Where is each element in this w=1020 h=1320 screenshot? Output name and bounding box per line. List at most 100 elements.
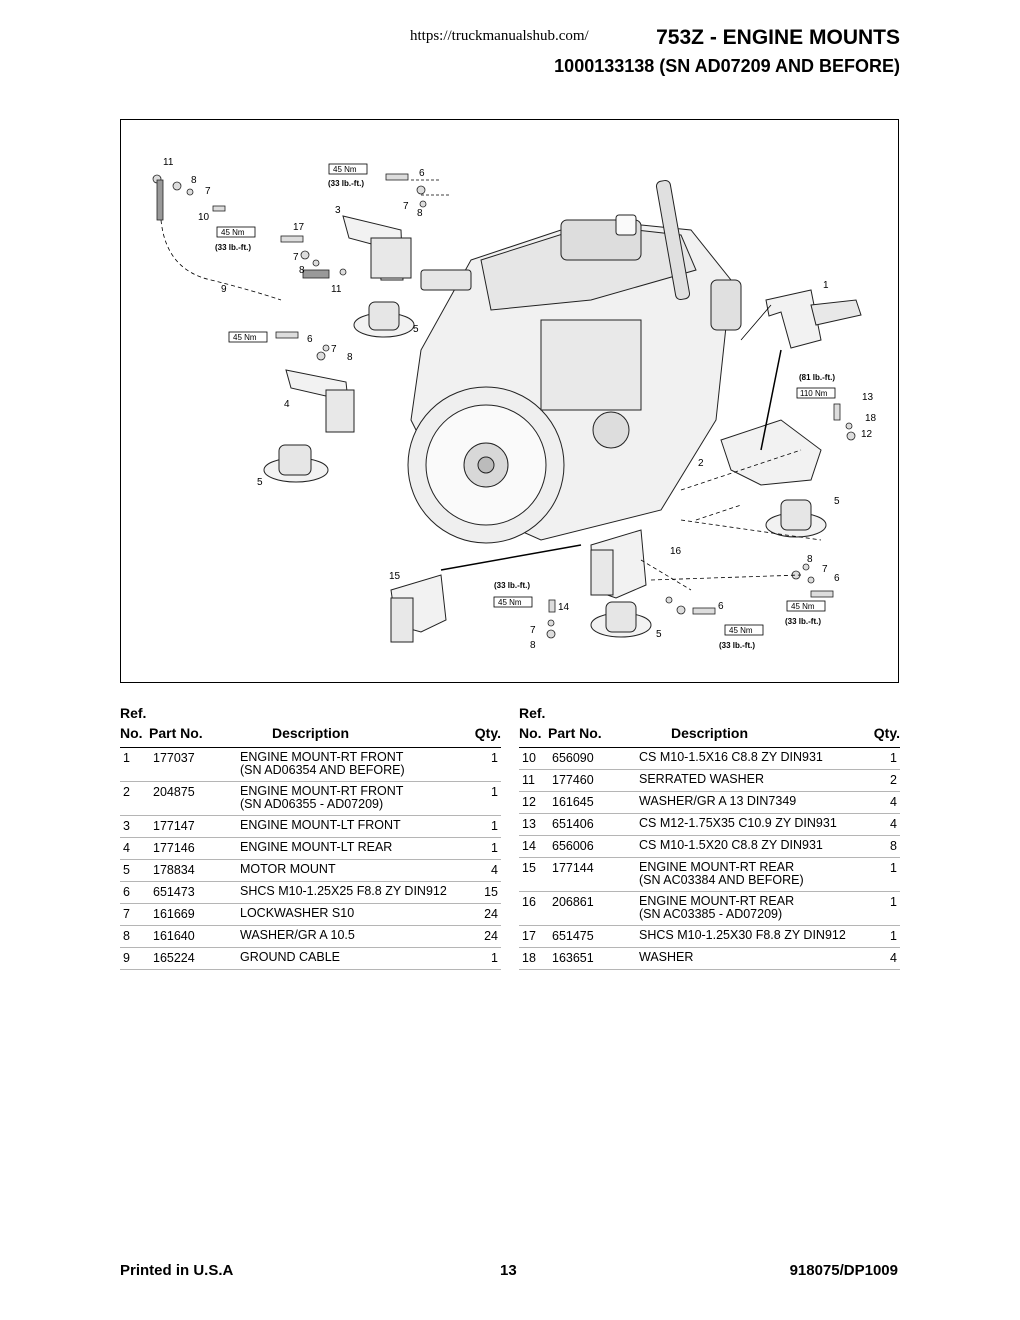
callout-label: 6 xyxy=(718,601,724,612)
ref-header: Ref. xyxy=(519,705,546,721)
description-cell: LOCKWASHER S10 xyxy=(240,907,354,920)
qty-cell: 1 xyxy=(890,929,897,943)
callout-label: 17 xyxy=(293,222,305,233)
description-line: ENGINE MOUNT-RT FRONT xyxy=(240,784,404,798)
callout-label: 18 xyxy=(865,413,877,424)
description-line: LOCKWASHER S10 xyxy=(240,906,355,920)
qty-cell: 1 xyxy=(491,951,498,965)
mount-bracket-rt-front xyxy=(765,289,862,349)
description-line-serial: (SN AD06354 AND BEFORE) xyxy=(240,763,405,777)
description-line: WASHER xyxy=(639,950,694,964)
callout-label: 7 xyxy=(331,344,337,355)
callout-label: 5 xyxy=(413,324,419,335)
description-cell: GROUND CABLE xyxy=(240,951,340,964)
description-line: SERRATED WASHER xyxy=(639,772,765,786)
svg-text:45 Nm: 45 Nm xyxy=(729,626,753,635)
torque-spec-45nm-14: (33 lb.-ft.) 45 Nm xyxy=(493,581,533,608)
callout-label: 1 xyxy=(823,280,829,291)
description-cell: ENGINE MOUNT-RT FRONT(SN AD06354 AND BEF… xyxy=(240,751,405,777)
callout-label: 8 xyxy=(347,352,353,363)
svg-text:(33 lb.-ft.): (33 lb.-ft.) xyxy=(494,581,530,590)
ref-cell: 5 xyxy=(123,863,130,877)
description-cell: CS M10-1.5X16 C8.8 ZY DIN931 xyxy=(639,751,823,764)
part-number-cell: 656090 xyxy=(552,751,594,765)
callout-label: 10 xyxy=(198,212,210,223)
ref-cell: 4 xyxy=(123,841,130,855)
qty-cell: 2 xyxy=(890,773,897,787)
callout-label: 6 xyxy=(307,334,313,345)
ref-cell: 2 xyxy=(123,785,130,799)
svg-text:45 Nm: 45 Nm xyxy=(498,598,522,607)
description-line: ENGINE MOUNT-LT REAR xyxy=(240,840,393,854)
leader-lines xyxy=(160,179,822,591)
description-cell: ENGINE MOUNT-RT FRONT(SN AD06355 - AD072… xyxy=(240,785,403,811)
description-line-serial: (SN AD06355 - AD07209) xyxy=(240,797,384,811)
motor-mount xyxy=(263,301,827,638)
description-cell: ENGINE MOUNT-LT FRONT xyxy=(240,819,401,832)
description-cell: WASHER/GR A 13 DIN7349 xyxy=(639,795,796,808)
ref-cell: 7 xyxy=(123,907,130,921)
mount-bracket-rt-front-alt xyxy=(720,419,822,486)
callout-label: 2 xyxy=(698,458,704,469)
ref-cell: 16 xyxy=(522,895,536,909)
part-number-cell: 177144 xyxy=(552,861,594,875)
description-line-serial: (SN AC03384 AND BEFORE) xyxy=(639,873,804,887)
description-cell: ENGINE MOUNT-RT REAR(SN AC03384 AND BEFO… xyxy=(639,861,804,887)
callout-label: 14 xyxy=(558,602,570,613)
part-number-cell: 165224 xyxy=(153,951,195,965)
ref-cell: 13 xyxy=(522,817,536,831)
callout-label: 5 xyxy=(656,629,662,640)
callout-label: 6 xyxy=(419,168,425,179)
mount-bracket-lt-front xyxy=(342,215,412,281)
page-subtitle: 1000133138 (SN AD07209 AND BEFORE) xyxy=(554,56,900,76)
svg-text:110 Nm: 110 Nm xyxy=(800,389,828,398)
ref-cell: 8 xyxy=(123,929,130,943)
ref-cell: 11 xyxy=(522,773,535,787)
callout-label: 7 xyxy=(293,252,299,263)
qty-header: Qty. xyxy=(474,725,501,741)
torque-spec-45nm-top: 45 Nm (33 lb.-ft.) xyxy=(328,163,368,188)
description-line: ENGINE MOUNT-RT REAR xyxy=(639,860,795,874)
part-number-cell: 177037 xyxy=(153,751,195,765)
description-line: CS M10-1.5X16 C8.8 ZY DIN931 xyxy=(639,750,823,764)
source-url[interactable]: https://truckmanualshub.com/ xyxy=(410,28,589,44)
part-number-cell: 178834 xyxy=(153,863,195,877)
ref-cell: 15 xyxy=(522,861,536,875)
ref-cell: 12 xyxy=(522,795,536,809)
callout-label: 3 xyxy=(335,205,341,216)
qty-cell: 8 xyxy=(890,839,897,853)
fasteners xyxy=(152,173,856,639)
callout-label: 12 xyxy=(861,429,873,440)
no-header: No. xyxy=(519,725,542,741)
qty-cell: 1 xyxy=(890,861,897,875)
torque-spec-45nm-right: 45 Nm (33 lb.-ft.) xyxy=(785,600,826,626)
no-header: No. xyxy=(120,725,143,741)
ref-cell: 3 xyxy=(123,819,130,833)
description-line: ENGINE MOUNT-RT REAR xyxy=(639,894,795,908)
callout-labels: 11 8 7 10 9 17 7 8 11 6 7 8 3 5 6 7 8 4 … xyxy=(163,157,877,651)
callout-label: 15 xyxy=(389,571,401,582)
mount-bracket-rt-rear xyxy=(390,574,447,643)
description-cell: SERRATED WASHER xyxy=(639,773,764,786)
ref-header: Ref. xyxy=(120,705,147,721)
callout-label: 6 xyxy=(834,573,840,584)
part-number-cell: 204875 xyxy=(153,785,195,799)
page-title: 753Z - ENGINE MOUNTS xyxy=(656,26,900,49)
description-cell: MOTOR MOUNT xyxy=(240,863,336,876)
svg-text:(81 lb.-ft.): (81 lb.-ft.) xyxy=(799,373,835,382)
torque-spec-45nm-bottom: 45 Nm (33 lb.-ft.) xyxy=(719,624,764,650)
description-cell: SHCS M10-1.25X30 F8.8 ZY DIN912 xyxy=(639,929,846,942)
table-row: 15 177144 1 ENGINE MOUNT-RT REAR(SN AC03384… xyxy=(519,858,900,892)
description-cell: CS M10-1.5X20 C8.8 ZY DIN931 xyxy=(639,839,823,852)
